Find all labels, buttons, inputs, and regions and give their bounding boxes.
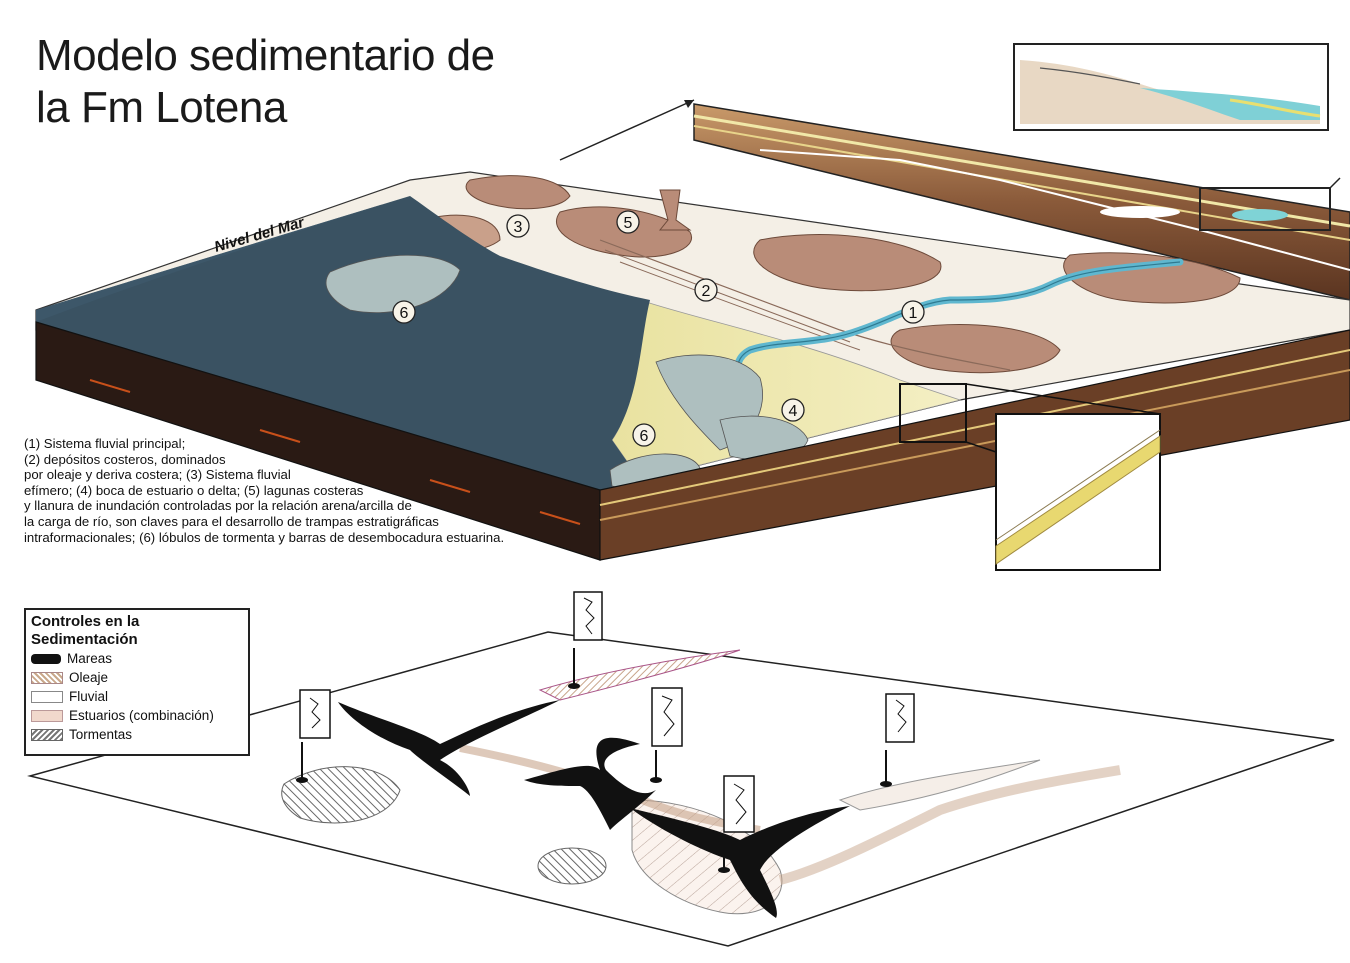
pointer-line: [559, 99, 695, 161]
legend-item-oleaje: Oleaje: [31, 668, 243, 687]
well-icon: [568, 648, 580, 689]
svg-text:6: 6: [640, 428, 649, 445]
marker-6b: 6: [632, 423, 656, 447]
legend-item-mareas: Mareas: [31, 649, 243, 668]
well-log-icon: [885, 693, 915, 743]
legend-swatch: [31, 671, 63, 684]
caption-line: (1) Sistema fluvial principal;: [24, 436, 186, 451]
lower-plane: [27, 591, 1335, 947]
legend-swatch: [31, 690, 63, 703]
caption-line: intraformacionales; (6) lóbulos de torme…: [24, 529, 505, 545]
caption-line: y llanura de inundación controladas por …: [24, 498, 412, 514]
legend-swatch: [31, 653, 61, 664]
caption-line: por oleaje y deriva costera; (3) Sistema…: [24, 467, 291, 483]
marker-labels: 1 2 3 4 5 6 6: [392, 210, 925, 447]
well-log-icon: [723, 775, 755, 833]
marker-5: 5: [616, 210, 640, 234]
svg-text:6: 6: [400, 305, 409, 322]
legend-box: Controles en la Sedimentación Mareas Ole…: [24, 608, 250, 756]
legend-item-fluvial: Fluvial: [31, 687, 243, 706]
marker-6a: 6: [392, 300, 416, 324]
legend-item-tormentas: Tormentas: [31, 725, 243, 744]
svg-text:4: 4: [789, 403, 798, 420]
legend-title-2: Sedimentación: [31, 631, 138, 648]
back-cross-section: [693, 103, 1350, 301]
svg-text:1: 1: [909, 305, 918, 322]
legend-label: Estuarios (combinación): [69, 708, 214, 723]
svg-text:2: 2: [702, 283, 711, 300]
title-line-1: Modelo sedimentario de: [36, 31, 495, 80]
page-title: Modelo sedimentario de la Fm Lotena: [36, 30, 495, 134]
legend-label: Tormentas: [69, 727, 133, 742]
legend-swatch: [31, 709, 63, 722]
legend-item-estuarios: Estuarios (combinación): [31, 706, 243, 725]
well-log-icon: [573, 591, 603, 641]
svg-text:3: 3: [514, 219, 523, 236]
inset-cross-section-top: [1013, 43, 1341, 231]
marker-3: 3: [506, 214, 530, 238]
title-line-2: la Fm Lotena: [36, 83, 287, 132]
svg-text:5: 5: [624, 215, 633, 232]
caption-line: (2) depósitos costeros, dominados: [24, 451, 226, 467]
caption-line: la carga de río, son claves para el desa…: [24, 513, 439, 529]
caption-text: (1) Sistema fluvial principal; (2) depós…: [24, 436, 664, 545]
well-icon: [296, 742, 308, 783]
legend-title-1: Controles en la: [31, 613, 140, 630]
well-icon: [718, 836, 730, 873]
well-icon: [650, 750, 662, 783]
marker-2: 2: [694, 278, 718, 302]
marker-1: 1: [901, 300, 925, 324]
inset-cross-section-right: [899, 383, 1161, 571]
sea-surface: [36, 196, 809, 491]
legend-label: Mareas: [67, 651, 113, 666]
marker-4: 4: [781, 398, 805, 422]
legend-label: Fluvial: [69, 689, 109, 704]
legend-swatch: [31, 728, 63, 741]
legend-label: Oleaje: [69, 670, 109, 685]
well-log-icon: [299, 689, 331, 739]
well-log-icon: [651, 687, 683, 747]
well-icon: [880, 750, 892, 787]
caption-line: efímero; (4) boca de estuario o delta; (…: [24, 482, 364, 498]
